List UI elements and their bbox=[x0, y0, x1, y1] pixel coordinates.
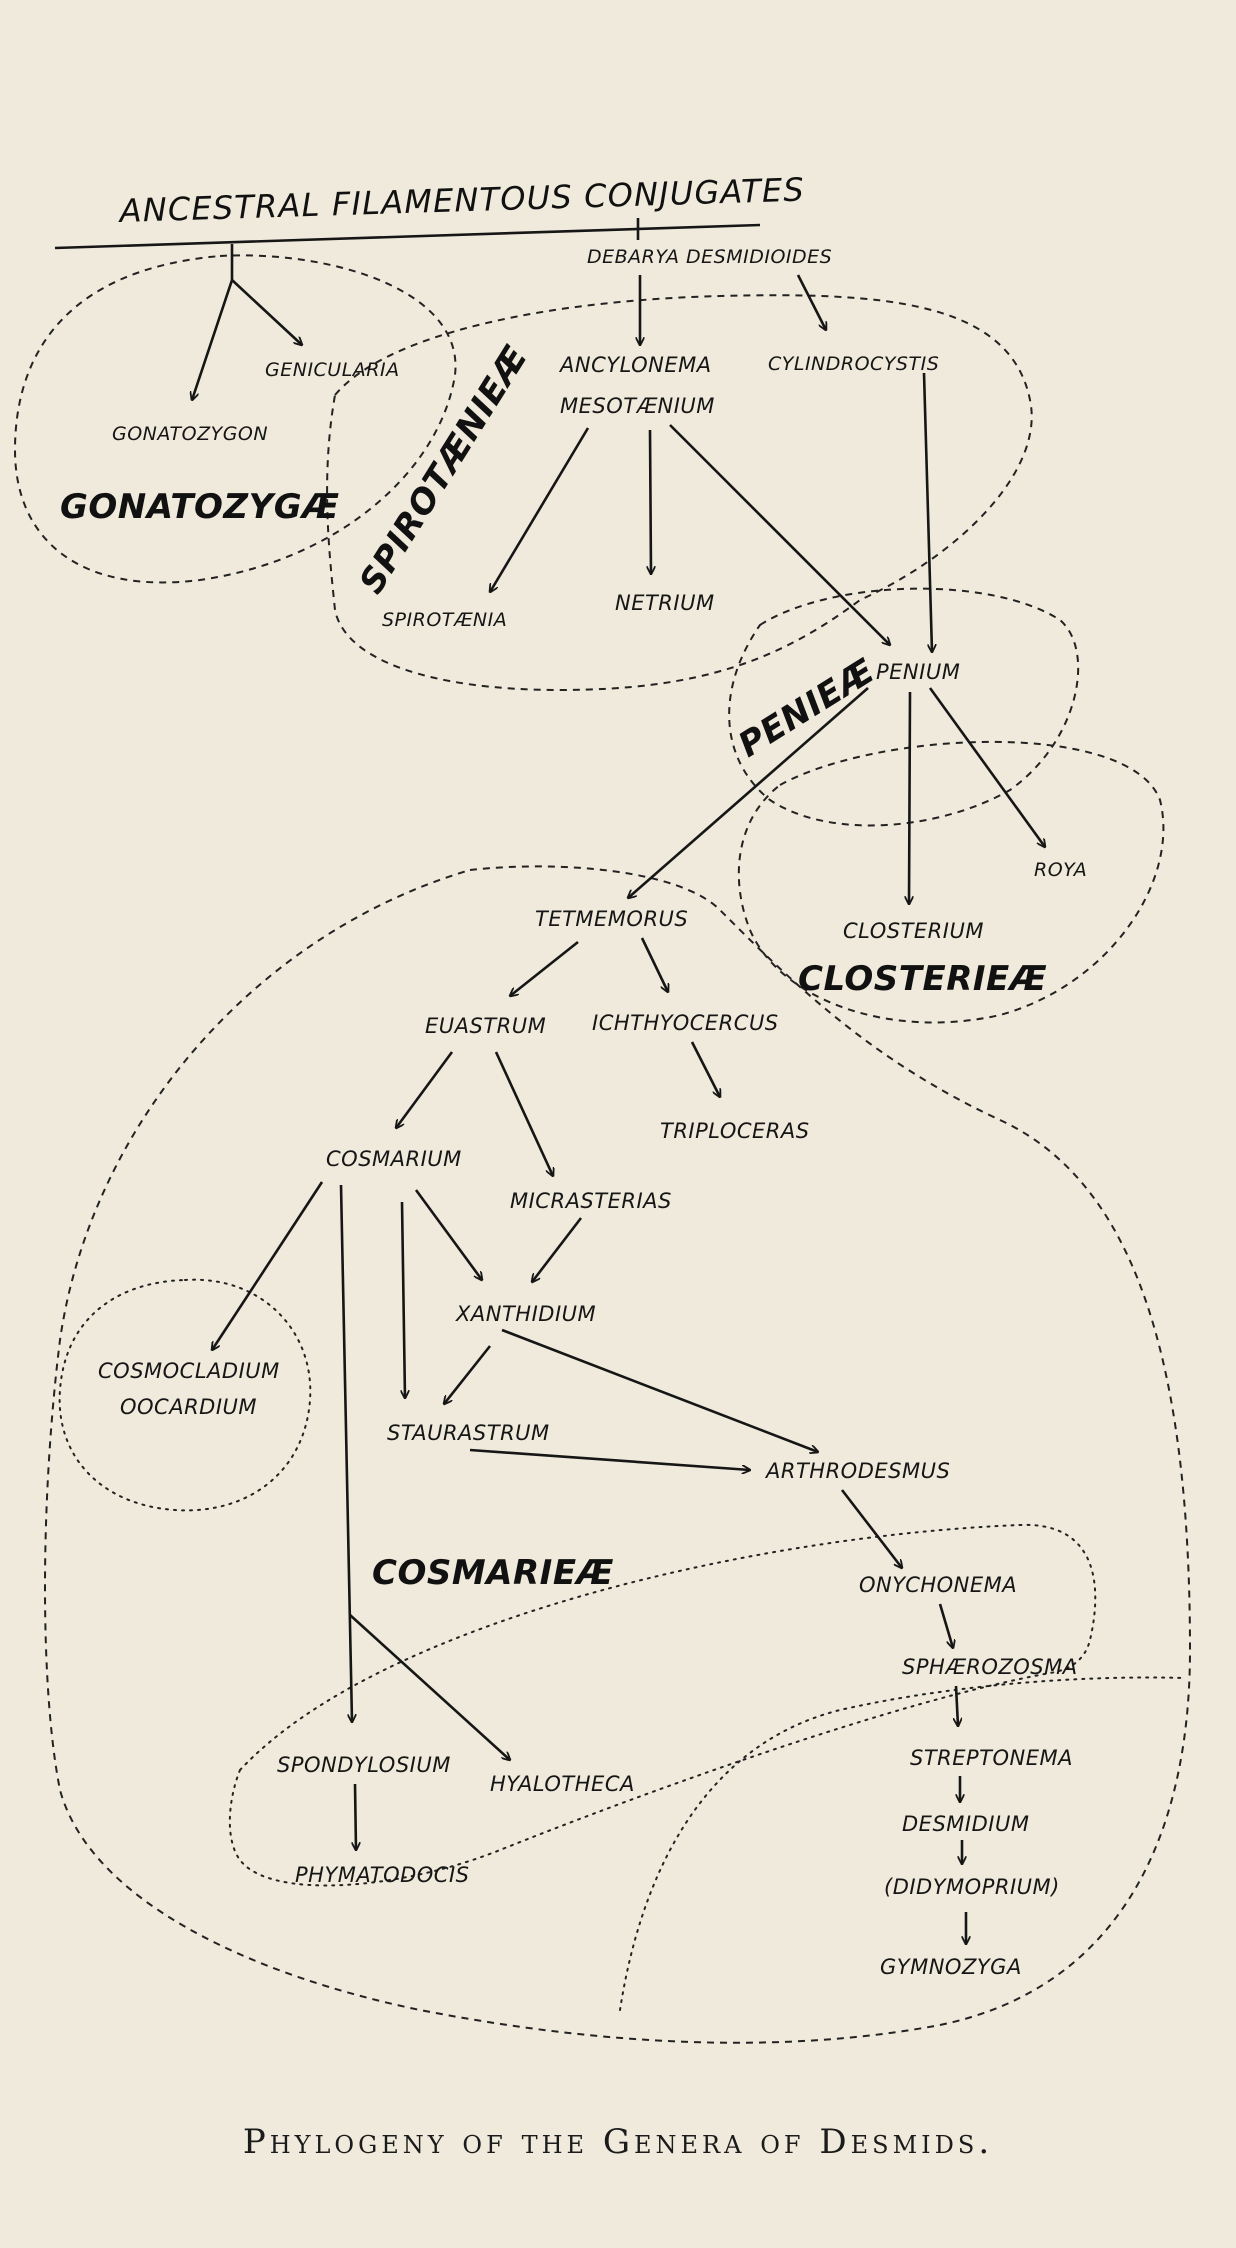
node-phymatodocis: PHYMATODOCIS bbox=[295, 1863, 469, 1887]
edge-tetmemorus-euastrum bbox=[510, 940, 579, 996]
spirotaenieae-boundary bbox=[326, 294, 1033, 692]
diagram-caption: Phylogeny of the Genera of Desmids. bbox=[242, 2122, 994, 2162]
gonatozygae-boundary bbox=[13, 254, 457, 584]
node-euastrum: EUASTRUM bbox=[425, 1014, 546, 1038]
node-triploceras: TRIPLOCERAS bbox=[660, 1119, 810, 1143]
edge-euastrum-micrasterias bbox=[494, 1051, 553, 1176]
edge-penium-roya bbox=[928, 687, 1045, 847]
node-xanthidium: XANTHIDIUM bbox=[455, 1302, 596, 1326]
node-sphaerozosma: SPHÆROZOSMA bbox=[902, 1655, 1078, 1679]
node-tetmemorus: TETMEMORUS bbox=[535, 907, 688, 931]
edge-cosmarium-staurastrum bbox=[402, 1201, 405, 1398]
node-didymoprium: (DIDYMOPRIUM) bbox=[884, 1875, 1060, 1899]
node-mesotaenium: MESOTÆNIUM bbox=[560, 394, 715, 418]
edge-spondylosium-phymatodocis bbox=[355, 1783, 356, 1850]
group-label-gonatozygae: GONATOZYGÆ bbox=[60, 487, 340, 527]
node-desmidium: DESMIDIUM bbox=[902, 1812, 1029, 1836]
node-staurastrum: STAURASTRUM bbox=[387, 1421, 550, 1445]
edge-staurastrum-arthrodesmus bbox=[469, 1448, 750, 1470]
node-micrasterias: MICRASTERIAS bbox=[510, 1189, 672, 1213]
root-baseline bbox=[54, 223, 761, 250]
closterieae-boundary bbox=[737, 740, 1165, 1024]
edge-xanthidium-staurastrum bbox=[444, 1345, 492, 1404]
node-roya: ROYA bbox=[1034, 859, 1087, 881]
edge-arthrodesmus-onychonema bbox=[840, 1489, 902, 1568]
edge-euastrum-cosmarium bbox=[396, 1051, 454, 1128]
edge-root-gonatozygon bbox=[192, 244, 234, 400]
node-oocardium: OOCARDIUM bbox=[120, 1395, 257, 1419]
edge-cylindrocystis-penium bbox=[922, 372, 932, 652]
cosmarieae-boundary bbox=[44, 865, 1192, 2044]
edge-mesotaenium-spirotaenia bbox=[490, 427, 590, 592]
edge-root-genicularia bbox=[231, 279, 302, 345]
edge-penium-closterium bbox=[909, 691, 910, 904]
edge-mesotaenium-netrium bbox=[650, 429, 651, 574]
edge-cosmarium-xanthidium bbox=[414, 1189, 482, 1280]
node-gymnozyga: GYMNOZYGA bbox=[880, 1955, 1022, 1979]
cosmocladium-boundary bbox=[58, 1278, 312, 1512]
penieae-boundary bbox=[728, 587, 1080, 827]
node-ancylonema: ANCYLONEMA bbox=[558, 353, 712, 377]
group-label-cosmarieae: COSMARIEÆ bbox=[372, 1553, 614, 1593]
edge-penium-tetmemorus bbox=[628, 687, 869, 898]
group-label-closterieae: CLOSTERIEÆ bbox=[798, 959, 1047, 999]
edge-ichthyocercus-triploceras bbox=[690, 1041, 720, 1097]
edge-debarya-cylindrocystis bbox=[796, 274, 826, 330]
node-cosmocladium: COSMOCLADIUM bbox=[98, 1359, 280, 1383]
node-gonatozygon: GONATOZYGON bbox=[112, 423, 268, 445]
group-label-penieae: PENIEÆ bbox=[732, 651, 882, 766]
node-spirotaenia: SPIROTÆNIA bbox=[382, 609, 507, 631]
node-streptonema: STREPTONEMA bbox=[910, 1746, 1073, 1770]
node-genicularia: GENICULARIA bbox=[265, 359, 400, 381]
node-netrium: NETRIUM bbox=[615, 591, 715, 615]
edge-cosmarium-spondylosium bbox=[339, 1184, 352, 1722]
edge-root-ancylonema bbox=[638, 218, 640, 345]
root-label: ANCESTRAL FILAMENTOUS CONJUGATES bbox=[117, 170, 805, 230]
node-onychonema: ONYCHONEMA bbox=[859, 1573, 1017, 1597]
edge-onychonema-sphaerozosma bbox=[938, 1603, 953, 1648]
edge-tetmemorus-ichthyocercus bbox=[640, 937, 668, 992]
node-hyalotheca: HYALOTHECA bbox=[490, 1772, 635, 1796]
node-cosmarium: COSMARIUM bbox=[326, 1147, 462, 1171]
node-ichthyocercus: ICHTHYOCERCUS bbox=[592, 1011, 779, 1035]
edge-cosmarium-hyalotheca bbox=[349, 1614, 510, 1760]
node-debarya: DEBARYA DESMIDIOIDES bbox=[587, 246, 832, 268]
node-arthrodesmus: ARTHRODESMUS bbox=[764, 1459, 950, 1483]
edge-micrasterias-xanthidium bbox=[532, 1217, 583, 1282]
node-closterium: CLOSTERIUM bbox=[843, 919, 984, 943]
filamentous-boundary-upper bbox=[228, 1523, 1097, 1887]
node-penium: PENIUM bbox=[876, 660, 960, 684]
edge-xanthidium-arthrodesmus bbox=[501, 1328, 818, 1452]
edge-mesotaenium-penium bbox=[669, 424, 890, 645]
node-cylindrocystis: CYLINDROCYSTIS bbox=[768, 353, 939, 375]
node-spondylosium: SPONDYLOSIUM bbox=[277, 1753, 451, 1777]
filamentous-boundary-lower bbox=[619, 1676, 1186, 2011]
edge-cosmarium-cosmocladium bbox=[212, 1181, 324, 1350]
edge-sphaerozosma-streptonema bbox=[956, 1685, 958, 1726]
